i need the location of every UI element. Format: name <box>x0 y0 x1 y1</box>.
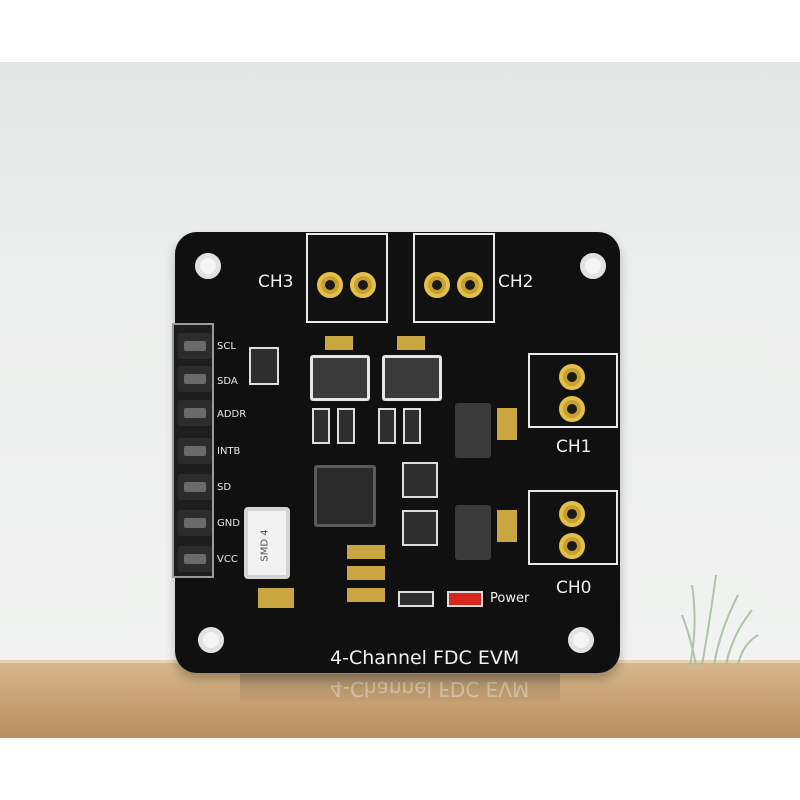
capacitor <box>497 510 517 542</box>
resistor <box>378 408 396 444</box>
channel-label-ch1: CH1 <box>556 437 592 457</box>
module-label: SMD 4 <box>259 529 271 562</box>
inductor <box>310 355 370 401</box>
screw-terminal-icon <box>350 272 376 298</box>
inductor <box>382 355 442 401</box>
led-label: Power <box>490 591 530 606</box>
board-title: 4-Channel FDC EVM <box>330 647 520 669</box>
header-pin <box>178 438 212 464</box>
title-reflection: 4-Channel FDC EVM <box>330 677 530 701</box>
resistor <box>402 462 438 498</box>
header-pin <box>178 474 212 500</box>
header-pin <box>178 546 212 572</box>
capacitor <box>258 588 294 608</box>
screw-terminal-icon <box>424 272 450 298</box>
channel-label-ch0: CH0 <box>556 578 592 598</box>
header-pin <box>178 510 212 536</box>
resistor <box>398 591 434 607</box>
screw-terminal-icon <box>559 533 585 559</box>
capacitor <box>347 545 385 559</box>
screw-terminal-icon <box>559 364 585 390</box>
resistor <box>337 408 355 444</box>
screw-terminal-icon <box>559 501 585 527</box>
capacitor <box>497 408 517 440</box>
capacitor <box>397 336 425 350</box>
resistor <box>403 408 421 444</box>
wooden-table <box>0 660 800 738</box>
resistor <box>402 510 438 546</box>
fdc-chip <box>314 465 376 527</box>
resistor <box>312 408 330 444</box>
header-pin <box>178 333 212 359</box>
pin-label-gnd: GND <box>217 518 240 529</box>
channel-label-ch3: CH3 <box>258 272 294 292</box>
screw-terminal-icon <box>559 396 585 422</box>
pin-label-vcc: VCC <box>217 554 238 565</box>
mounting-hole-top-left <box>195 253 221 279</box>
smd-module <box>244 507 290 579</box>
screw-terminal-icon <box>317 272 343 298</box>
header-pin <box>178 400 212 426</box>
mounting-hole-bottom-left <box>198 627 224 653</box>
pcb-board <box>175 232 620 673</box>
mounting-hole-bottom-right <box>568 627 594 653</box>
pin-label-sda: SDA <box>217 376 238 387</box>
screw-terminal-icon <box>457 272 483 298</box>
regulator <box>455 403 491 458</box>
pin-label-scl: SCL <box>217 341 236 352</box>
board-reflection <box>240 674 560 704</box>
regulator <box>455 505 491 560</box>
capacitor <box>347 566 385 580</box>
mounting-hole-top-right <box>580 253 606 279</box>
capacitor <box>347 588 385 602</box>
pin-label-addr: ADDR <box>217 409 247 420</box>
pin-label-sd: SD <box>217 482 232 493</box>
resistor <box>249 347 279 385</box>
pin-label-intb: INTB <box>217 446 241 457</box>
header-pin <box>178 366 212 392</box>
channel-label-ch2: CH2 <box>498 272 534 292</box>
plant-decoration <box>681 575 759 665</box>
capacitor <box>325 336 353 350</box>
power-led-icon <box>447 591 483 607</box>
